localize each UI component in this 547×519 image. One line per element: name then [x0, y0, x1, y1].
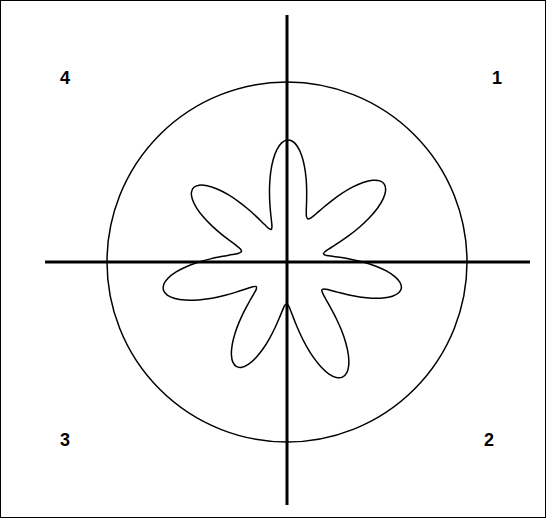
quadrant-number: 1 [492, 69, 502, 87]
quadrant-number: 2 [484, 431, 494, 449]
blob-shape [163, 140, 401, 378]
quadrant-number: 4 [60, 69, 70, 87]
quadrant-number: 3 [60, 431, 70, 449]
vertical-axis [286, 15, 289, 505]
blob-layer [163, 140, 401, 378]
horizontal-axis [45, 261, 530, 264]
